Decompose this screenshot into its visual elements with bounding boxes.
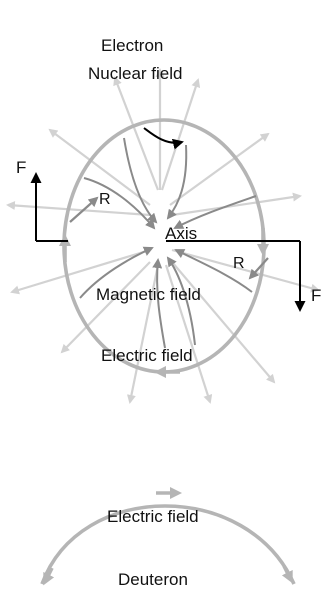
electron-label: Electron — [101, 37, 163, 54]
deuteron-label: Deuteron — [118, 571, 188, 588]
force-label-right: F — [311, 287, 321, 304]
magnetic-curve-top-left — [124, 138, 156, 222]
nuclear-field-label: Nuclear field — [88, 65, 183, 82]
radial-arrow-nne — [162, 80, 198, 190]
force-label-left: F — [16, 159, 26, 176]
magnetic-curve-top-right — [168, 145, 186, 218]
electric-field-label-top: Electric field — [101, 347, 193, 364]
magnetic-field-label: Magnetic field — [96, 286, 201, 303]
radius-label-right: R — [233, 256, 245, 272]
electron-spin-arrow — [144, 128, 182, 143]
radius-label-left: R — [99, 192, 111, 208]
axis-label: Axis — [165, 225, 197, 242]
radial-arrow-ese — [172, 250, 318, 290]
magnetic-curve-bottom — [157, 260, 165, 348]
electric-field-label-bottom: Electric field — [107, 508, 199, 525]
radial-arrow-ene — [172, 196, 300, 215]
electron-orbit-ring — [64, 120, 264, 372]
